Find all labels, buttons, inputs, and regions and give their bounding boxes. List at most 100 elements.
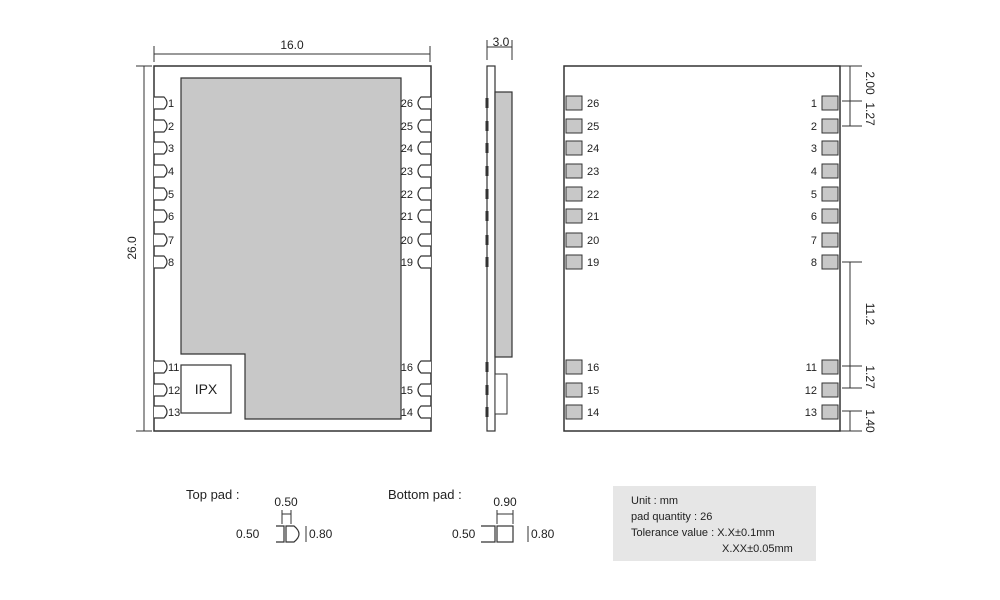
top-left-pad bbox=[154, 164, 168, 178]
bottom-pad-length: 0.80 bbox=[531, 527, 555, 541]
dim-1-27-top: 1.27 bbox=[863, 102, 877, 126]
bottom-right-pin-number: 5 bbox=[811, 189, 817, 201]
top-pad-detail: Top pad : 0.50 0.50 0.80 bbox=[186, 487, 333, 543]
bottom-left-pad bbox=[565, 118, 583, 134]
top-right-pin-number: 21 bbox=[401, 211, 413, 223]
bottom-right-pad bbox=[821, 163, 839, 179]
bottom-right-pad bbox=[821, 140, 839, 156]
top-right-pad bbox=[417, 255, 431, 269]
bottom-left-pin-number: 23 bbox=[587, 166, 599, 178]
bottom-pad-detail: Bottom pad : 0.90 0.50 0.80 bbox=[388, 487, 555, 543]
top-left-pad bbox=[154, 405, 168, 419]
side-pcb bbox=[486, 65, 496, 432]
bottom-left-pin-number: 15 bbox=[587, 385, 599, 397]
top-right-pad bbox=[417, 119, 431, 133]
bottom-right-pad bbox=[821, 186, 839, 202]
top-right-pad bbox=[417, 141, 431, 155]
bottom-right-pin-number: 11 bbox=[806, 362, 817, 374]
top-left-pad bbox=[154, 209, 168, 223]
top-left-pin-number: 7 bbox=[168, 235, 174, 247]
top-left-pin-number: 8 bbox=[168, 257, 174, 269]
top-right-pin-number: 15 bbox=[401, 385, 413, 397]
bottom-left-pin-number: 24 bbox=[587, 143, 599, 155]
top-pad-length: 0.80 bbox=[309, 527, 333, 541]
bottom-dimension-lines bbox=[840, 65, 862, 432]
note-unit: Unit : mm bbox=[631, 495, 678, 507]
bottom-right-pin-number: 12 bbox=[805, 385, 817, 397]
top-left-pad bbox=[154, 360, 168, 374]
bottom-left-pad bbox=[565, 208, 583, 224]
top-pad-width: 0.50 bbox=[274, 495, 298, 509]
notes-box: Unit : mm pad quantity : 26 Tolerance va… bbox=[613, 486, 816, 561]
top-right-pad bbox=[417, 383, 431, 397]
top-right-pin-number: 24 bbox=[401, 143, 413, 155]
dim-1-27-bottom: 1.27 bbox=[863, 365, 877, 389]
top-right-pin-number: 19 bbox=[401, 257, 413, 269]
bottom-left-pin-number: 16 bbox=[587, 362, 599, 374]
ipx-label: IPX bbox=[195, 381, 218, 397]
bottom-right-pad bbox=[821, 382, 839, 398]
top-right-pin-number: 20 bbox=[401, 235, 413, 247]
note-tolerance-2: X.XX±0.05mm bbox=[722, 543, 793, 555]
top-left-pad bbox=[154, 255, 168, 269]
top-right-pad bbox=[417, 405, 431, 419]
top-left-pin-number: 5 bbox=[168, 189, 174, 201]
top-left-pin-number: 4 bbox=[168, 166, 174, 178]
dim-2-00: 2.00 bbox=[863, 71, 877, 95]
bottom-left-pad bbox=[565, 232, 583, 248]
shield-can bbox=[180, 77, 402, 420]
bottom-left-pin-number: 19 bbox=[587, 257, 599, 269]
top-left-pad bbox=[154, 187, 168, 201]
bottom-right-pad bbox=[821, 95, 839, 111]
top-pad-label: Top pad : bbox=[186, 487, 240, 502]
top-left-pad bbox=[154, 141, 168, 155]
top-left-pad bbox=[154, 383, 168, 397]
bottom-right-pin-number: 3 bbox=[811, 143, 817, 155]
bottom-left-pad bbox=[565, 140, 583, 156]
bottom-pad-shape bbox=[496, 525, 514, 543]
side-shield bbox=[494, 91, 513, 358]
top-left-pin-number: 12 bbox=[168, 385, 180, 397]
bottom-left-pin-number: 25 bbox=[587, 121, 599, 133]
dim-1-40: 1.40 bbox=[863, 409, 877, 433]
top-right-pin-number: 23 bbox=[401, 166, 413, 178]
bottom-left-pad bbox=[565, 404, 583, 420]
bottom-left-pad bbox=[565, 163, 583, 179]
bottom-right-pin-number: 7 bbox=[811, 235, 817, 247]
note-tolerance-1: Tolerance value : X.X±0.1mm bbox=[631, 527, 775, 539]
top-right-pin-number: 22 bbox=[401, 189, 413, 201]
bottom-right-pin-number: 8 bbox=[811, 257, 817, 269]
bottom-pad-gap: 0.50 bbox=[452, 527, 476, 541]
top-left-pin-number: 1 bbox=[168, 98, 174, 110]
top-right-pin-number: 14 bbox=[401, 407, 413, 419]
bottom-right-pad bbox=[821, 118, 839, 134]
width-dimension: 16.0 bbox=[280, 38, 304, 52]
top-left-pad bbox=[154, 233, 168, 247]
top-right-pad bbox=[417, 233, 431, 247]
bottom-left-pad bbox=[565, 359, 583, 375]
bottom-board-outline bbox=[563, 65, 841, 432]
bottom-left-pin-number: 20 bbox=[587, 235, 599, 247]
top-left-pin-number: 2 bbox=[168, 121, 174, 133]
top-left-pin-number: 13 bbox=[168, 407, 180, 419]
height-dimension: 26.0 bbox=[125, 236, 139, 260]
bottom-right-pad bbox=[821, 404, 839, 420]
bottom-left-pin-number: 22 bbox=[587, 189, 599, 201]
top-left-pin-number: 11 bbox=[168, 362, 179, 374]
bottom-right-pin-number: 6 bbox=[811, 211, 817, 223]
top-pad-gap: 0.50 bbox=[236, 527, 260, 541]
top-right-pad bbox=[417, 96, 431, 110]
bottom-right-pad bbox=[821, 254, 839, 270]
bottom-right-pad bbox=[821, 208, 839, 224]
top-right-pad bbox=[417, 209, 431, 223]
bottom-left-pad bbox=[565, 382, 583, 398]
bottom-right-pin-number: 13 bbox=[805, 407, 817, 419]
top-left-pad bbox=[154, 119, 168, 133]
bottom-right-pin-number: 4 bbox=[811, 166, 817, 178]
